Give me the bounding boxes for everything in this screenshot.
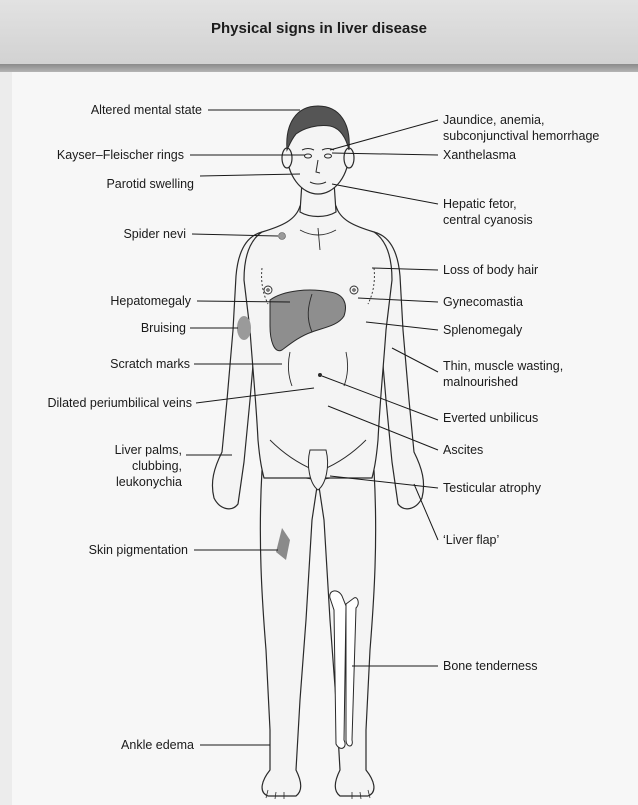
label-kayser-fleischer-rings: Kayser–Fleischer rings	[57, 147, 184, 163]
label-liver-palms: Liver palms, clubbing, leukonychia	[115, 442, 182, 490]
label-jaundice-line1: Jaundice, anemia,	[443, 112, 599, 128]
label-hepatic-fetor-line1: Hepatic fetor,	[443, 196, 533, 212]
left-leg	[260, 470, 318, 796]
label-bone-tenderness: Bone tenderness	[443, 658, 538, 674]
label-hepatic-fetor-line2: central cyanosis	[443, 212, 533, 228]
label-spider-nevi: Spider nevi	[123, 226, 186, 242]
label-thin-line1: Thin, muscle wasting,	[443, 358, 563, 374]
label-hepatomegaly: Hepatomegaly	[110, 293, 191, 309]
label-gynecomastia: Gynecomastia	[443, 294, 523, 310]
torso	[244, 206, 392, 478]
label-everted-umbilicus: Everted unbilicus	[443, 410, 538, 426]
umbilicus-mark	[318, 373, 322, 377]
label-jaundice: Jaundice, anemia, subconjunctival hemorr…	[443, 112, 599, 144]
label-loss-of-body-hair: Loss of body hair	[443, 262, 538, 278]
label-liver-palms-line2: clubbing,	[115, 458, 182, 474]
label-ascites: Ascites	[443, 442, 483, 458]
label-splenomegaly: Splenomegaly	[443, 322, 522, 338]
label-liver-palms-line1: Liver palms,	[115, 442, 182, 458]
label-scratch-marks: Scratch marks	[110, 356, 190, 372]
line-liver-flap	[414, 484, 438, 540]
label-liver-palms-line3: leukonychia	[115, 474, 182, 490]
label-thin-line2: malnourished	[443, 374, 563, 390]
right-ear	[344, 148, 354, 168]
label-altered-mental-state: Altered mental state	[91, 102, 202, 118]
label-ankle-edema: Ankle edema	[121, 737, 194, 753]
label-testicular-atrophy: Testicular atrophy	[443, 480, 541, 496]
bruise-mark	[237, 316, 251, 340]
label-thin-muscle-wasting: Thin, muscle wasting, malnourished	[443, 358, 563, 390]
label-jaundice-line2: subconjunctival hemorrhage	[443, 128, 599, 144]
label-skin-pigmentation: Skin pigmentation	[89, 542, 188, 558]
label-hepatic-fetor: Hepatic fetor, central cyanosis	[443, 196, 533, 228]
label-liver-flap: ‘Liver flap’	[443, 532, 499, 548]
label-dilated-periumbilical-veins: Dilated periumbilical veins	[47, 395, 192, 411]
spider-nevus-mark	[279, 233, 286, 240]
line-parotid	[200, 174, 300, 176]
label-xanthelasma: Xanthelasma	[443, 147, 516, 163]
label-parotid-swelling: Parotid swelling	[106, 176, 194, 192]
label-bruising: Bruising	[141, 320, 186, 336]
line-hepatic-fetor	[332, 184, 438, 204]
